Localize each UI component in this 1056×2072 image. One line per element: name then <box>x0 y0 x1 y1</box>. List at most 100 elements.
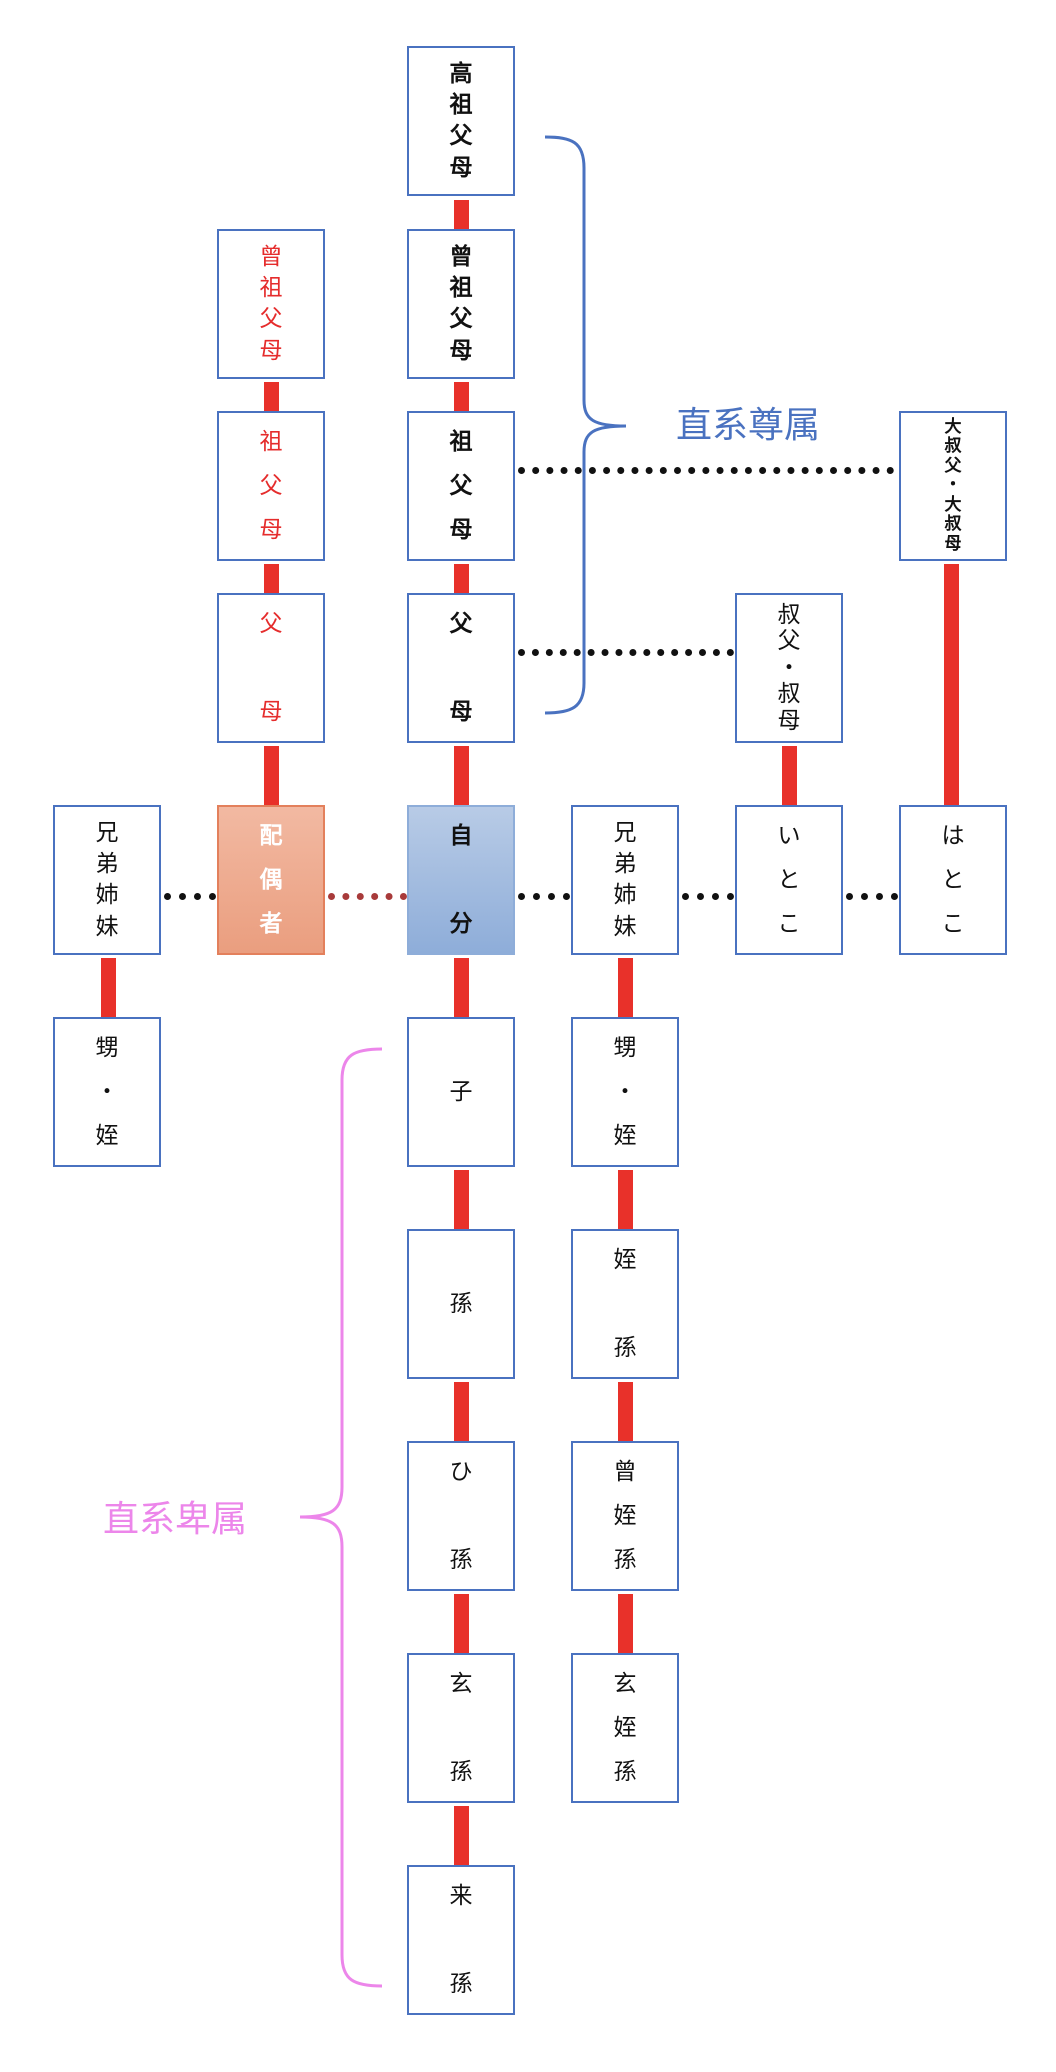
box-spouse-oimei: 甥・姪 <box>53 1017 161 1167</box>
box-char: 子 <box>449 1078 473 1105</box>
box-self: 自分 <box>407 805 515 955</box>
box-gentetsson: 玄姪孫 <box>571 1653 679 1803</box>
box-char: こ <box>941 910 965 937</box>
box-char: 弟 <box>613 851 637 878</box>
ascendants-brace-path <box>544 135 627 715</box>
box-char: こ <box>777 910 801 937</box>
box-char: ・ <box>944 475 962 496</box>
line-main-2 <box>454 382 469 412</box>
box-char: 祖 <box>449 92 473 119</box>
box-char: 分 <box>449 910 473 937</box>
box-second-cousin: はとこ <box>899 805 1007 955</box>
box-char: 曾 <box>259 243 283 270</box>
box-char: ・ <box>777 654 801 681</box>
box-char: 玄 <box>613 1671 637 1697</box>
box-char: 孫 <box>613 1546 637 1573</box>
line-main-7 <box>454 1382 469 1442</box>
dots-parent-uncle <box>518 649 734 656</box>
box-char: 父 <box>777 628 801 655</box>
box-char: 姉 <box>95 882 119 909</box>
box-spouse-sofubo: 祖父母 <box>217 411 325 561</box>
line-main-6 <box>454 1170 469 1230</box>
box-char: 大 <box>944 416 962 437</box>
box-char: 父 <box>449 306 473 333</box>
box-char: 母 <box>944 533 962 554</box>
box-char: 叔 <box>777 601 801 628</box>
box-char: 偶 <box>259 866 283 893</box>
box-char: 兄 <box>95 819 119 846</box>
box-char: 兄 <box>613 819 637 846</box>
box-char: 母 <box>449 516 473 543</box>
box-char: 父 <box>944 455 962 476</box>
box-sofubo: 祖父母 <box>407 411 515 561</box>
box-sousofubo: 曾祖父母 <box>407 229 515 379</box>
box-kouso-fubo: 高祖父母 <box>407 46 515 196</box>
box-char: 祖 <box>259 275 283 302</box>
box-cousin: いとこ <box>735 805 843 955</box>
box-char: 叔 <box>944 436 962 457</box>
box-char: 甥 <box>95 1035 119 1061</box>
line-left-siblings <box>101 958 116 1018</box>
line-spouse-3 <box>264 746 279 806</box>
box-char: と <box>941 866 965 893</box>
box-raison: 来孫 <box>407 1865 515 2015</box>
box-uncle-aunt: 叔父・叔母 <box>735 593 843 743</box>
box-sotetsson: 曾姪孫 <box>571 1441 679 1591</box>
box-char: 孫 <box>449 1546 473 1573</box>
dots-cousin-secondcousin <box>846 893 898 900</box>
box-char: 高 <box>449 60 473 87</box>
box-char: 妹 <box>95 913 119 940</box>
box-char: 母 <box>259 516 283 543</box>
box-oimei: 甥・姪 <box>571 1017 679 1167</box>
line-siblings-2 <box>618 1170 633 1230</box>
line-cousin <box>782 746 797 806</box>
box-char: 叔 <box>944 514 962 535</box>
box-char: 孫 <box>449 1970 473 1997</box>
dots-leftsiblings-spouse <box>164 893 216 900</box>
box-genson: 玄孫 <box>407 1653 515 1803</box>
box-char: 母 <box>259 337 283 364</box>
box-char: 玄 <box>449 1671 473 1697</box>
box-char: 自 <box>449 823 473 849</box>
box-char: 姪 <box>613 1502 637 1529</box>
box-char: 父 <box>259 472 283 499</box>
descendants-brace-path <box>299 1047 383 1988</box>
box-char: 祖 <box>449 429 473 455</box>
box-char: ・ <box>95 1078 119 1105</box>
box-char: 弟 <box>95 851 119 878</box>
box-char: 祖 <box>449 275 473 302</box>
box-char: 父 <box>449 611 473 637</box>
box-char: ひ <box>449 1459 473 1485</box>
line-siblings-3 <box>618 1382 633 1442</box>
box-char: 姪 <box>95 1122 119 1149</box>
line-spouse-2 <box>264 564 279 594</box>
line-main-1 <box>454 200 469 230</box>
line-main-4 <box>454 746 469 806</box>
line-main-9 <box>454 1806 469 1866</box>
box-char: 祖 <box>259 429 283 455</box>
line-main-5 <box>454 958 469 1018</box>
box-grand-uncle-aunt: 大叔父・大叔母 <box>899 411 1007 561</box>
box-great-grandchild: ひ孫 <box>407 1441 515 1591</box>
box-char: 父 <box>259 306 283 333</box>
line-main-3 <box>454 564 469 594</box>
box-char: 曾 <box>449 243 473 270</box>
box-char: 者 <box>259 910 283 937</box>
box-char: 姪 <box>613 1122 637 1149</box>
box-char: 父 <box>449 472 473 499</box>
box-grandchild: 孫 <box>407 1229 515 1379</box>
box-char: 孫 <box>449 1290 473 1317</box>
box-siblings: 兄弟姉妹 <box>571 805 679 955</box>
dots-spouse-self <box>328 893 407 900</box>
box-spouse: 配偶者 <box>217 805 325 955</box>
box-spouse-fubo: 父母 <box>217 593 325 743</box>
dots-self-siblings <box>518 893 570 900</box>
box-char: 叔 <box>777 681 801 708</box>
box-char: 曾 <box>613 1459 637 1485</box>
dots-siblings-cousin <box>682 893 734 900</box>
line-spouse-1 <box>264 382 279 412</box>
box-char: ・ <box>613 1078 637 1105</box>
box-char: 孫 <box>449 1758 473 1785</box>
box-char: 大 <box>944 494 962 515</box>
box-child: 子 <box>407 1017 515 1167</box>
